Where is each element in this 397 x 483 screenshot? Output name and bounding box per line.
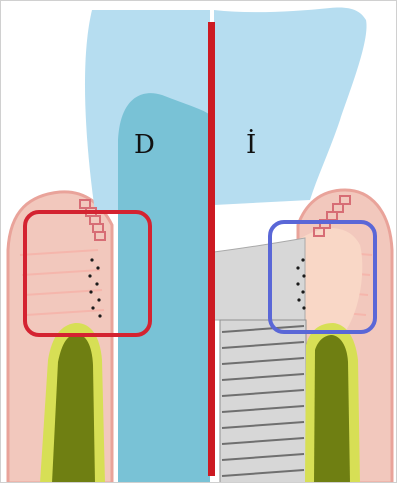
peri-implant-tissue (298, 228, 362, 332)
natural-tooth-label: D (134, 130, 155, 160)
right-bone-core (314, 335, 350, 483)
implant-body (220, 320, 306, 483)
vertical-divider (208, 22, 215, 476)
tooth-root (118, 93, 210, 483)
implant-crown (214, 8, 367, 206)
implant-abutment (214, 238, 305, 320)
implant-label: İ (246, 130, 256, 160)
